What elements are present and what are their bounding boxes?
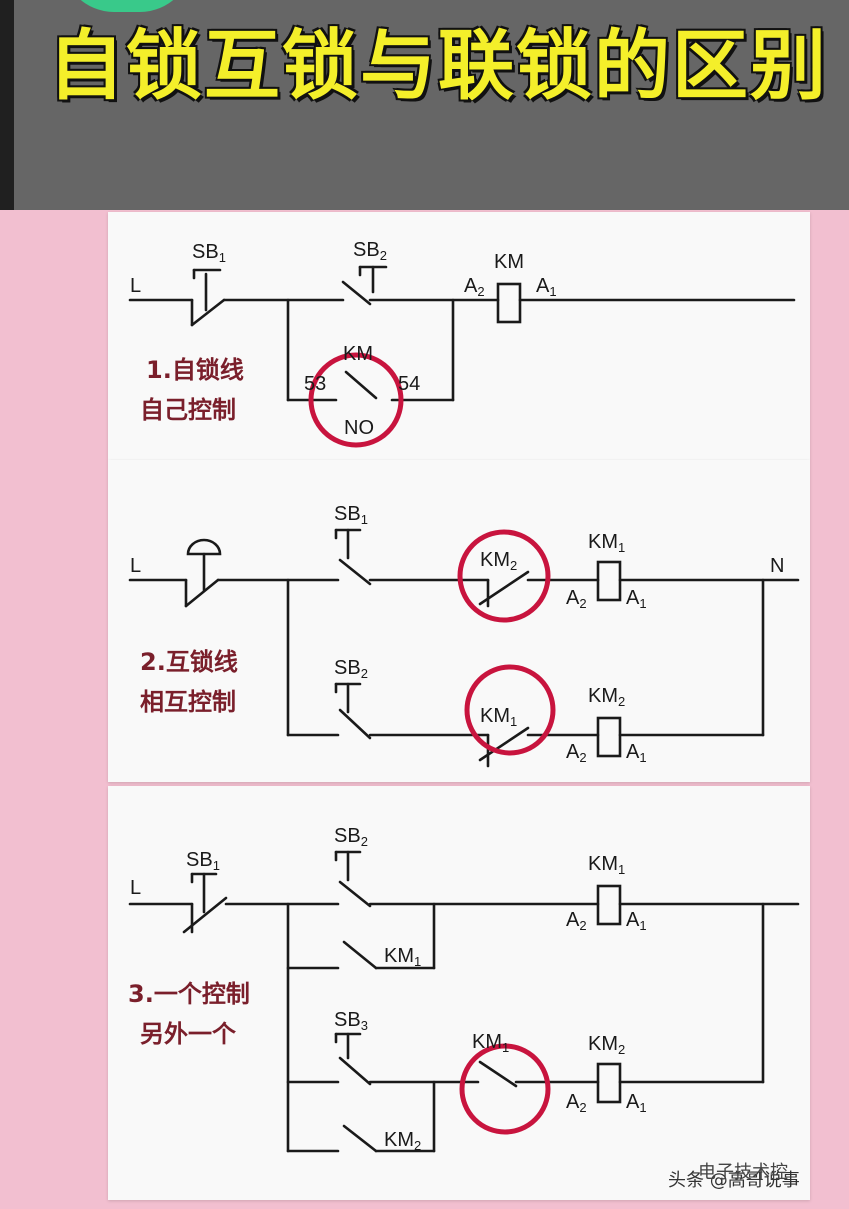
page-title: 自锁互锁与联锁的区别 [48, 21, 828, 110]
banner-edge [0, 0, 14, 210]
self-lock-diagram: L SB1 SB2 KM A2 A1 KM 53 54 NO 1.自锁线 自己控… [128, 239, 796, 448]
highlight-circle-no-contact [308, 352, 404, 448]
label-SB2: SB2 [334, 825, 368, 849]
label-A2-upper: A2 [566, 909, 587, 933]
label-KM1-coil: KM1 [588, 531, 625, 555]
panel-interlock: L N SB1 SB2 KM2 KM1 KM1 KM2 A2 A1 A2 A1 … [108, 460, 810, 782]
label-SB1: SB1 [186, 849, 220, 873]
label-SB1: SB1 [192, 241, 226, 265]
label-KM1-contact: KM1 [472, 1031, 509, 1055]
label-A1-upper: A1 [626, 909, 647, 933]
label-KM2-contact: KM2 [480, 549, 517, 573]
caption-self-lock-2: 自己控制 [140, 396, 236, 424]
caption-interlock-2: 相互控制 [140, 688, 236, 716]
label-A2-lower: A2 [566, 741, 587, 765]
caption-interlock-1: 2.互锁线 [140, 648, 238, 676]
label-KM2-coil: KM2 [588, 1033, 625, 1057]
panel-self-lock: L SB1 SB2 KM A2 A1 KM 53 54 NO 1.自锁线 自己控… [108, 212, 810, 460]
label-A2: A2 [464, 275, 485, 299]
label-SB2: SB2 [334, 657, 368, 681]
caption-self-lock-1: 1.自锁线 [146, 356, 244, 384]
watermark: 头条 @高哥说事 电子技术控 [668, 1162, 800, 1192]
label-L: L [130, 275, 141, 297]
caption-sequential-2: 另外一个 [140, 1020, 237, 1048]
highlight-circle-km1-sequential [459, 1043, 551, 1135]
label-SB3: SB3 [334, 1009, 368, 1033]
label-A1-lower: A1 [626, 741, 647, 765]
title-banner: 自锁互锁与联锁的区别 [0, 0, 849, 210]
label-N: N [770, 555, 784, 577]
label-A2-upper: A2 [566, 587, 587, 611]
label-L: L [130, 555, 141, 577]
caption-sequential-1: 3.一个控制 [128, 980, 250, 1008]
label-L: L [130, 877, 141, 899]
watermark-overlay: 电子技术控 [698, 1162, 788, 1183]
label-KM1-coil: KM1 [588, 853, 625, 877]
label-terminal-54: 54 [398, 373, 420, 395]
label-KM-contact: KM [343, 343, 373, 365]
label-SB1: SB1 [334, 503, 368, 527]
label-NO: NO [344, 417, 374, 439]
label-KM1-contact: KM1 [480, 705, 517, 729]
label-terminal-53: 53 [304, 373, 326, 395]
highlight-circle-km1-interlock [464, 664, 556, 756]
label-KM2-coil: KM2 [588, 685, 625, 709]
label-A1-lower: A1 [626, 1091, 647, 1115]
label-A1: A1 [536, 275, 557, 299]
watermark-text: 头条 @高哥说事 [668, 1170, 800, 1191]
label-KM2-aux: KM2 [384, 1129, 421, 1153]
label-KM-coil: KM [494, 251, 524, 273]
label-A2-lower: A2 [566, 1091, 587, 1115]
label-KM1-aux: KM1 [384, 945, 421, 969]
sequential-lock-diagram: L SB1 SB2 SB3 KM1 KM2 KM1 KM1 KM2 A2 A1 … [128, 825, 800, 1153]
panel-sequential-lock: L SB1 SB2 SB3 KM1 KM2 KM1 KM1 KM2 A2 A1 … [108, 786, 810, 1200]
highlight-circle-km2-interlock [457, 529, 551, 623]
label-SB2: SB2 [353, 239, 387, 263]
label-A1-upper: A1 [626, 587, 647, 611]
interlock-diagram: L N SB1 SB2 KM2 KM1 KM1 KM2 A2 A1 A2 A1 … [128, 503, 800, 768]
